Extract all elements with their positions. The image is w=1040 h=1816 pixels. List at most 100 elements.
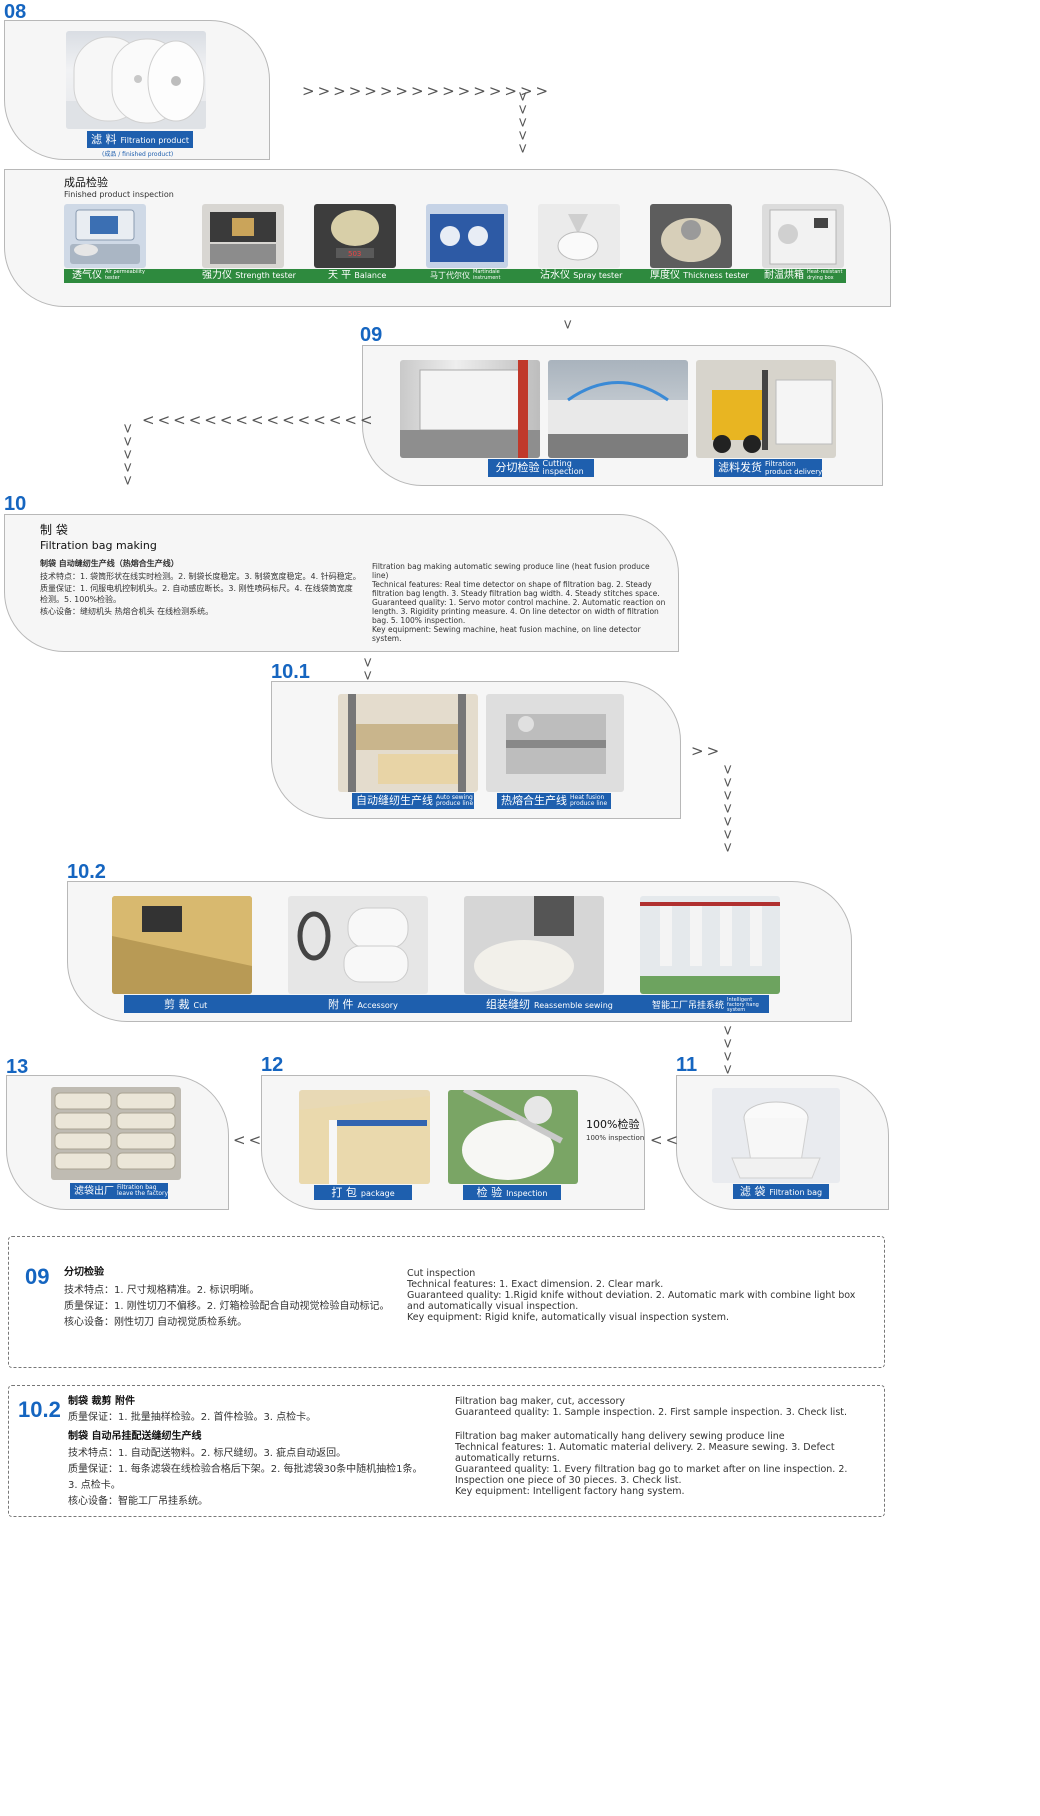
martindale-en: Martindale instrument <box>473 269 501 281</box>
details-09-heading-cn: 分切检验 <box>64 1267 104 1278</box>
strength-tester-photo <box>202 204 284 268</box>
package-photo <box>299 1090 430 1184</box>
chevrons-down-insp: > <box>559 319 575 330</box>
bag-making-quality-cont-cn: 检测。5. 100%检验。 <box>40 595 122 604</box>
cutting-work-photo <box>112 896 252 994</box>
svg-text:503: 503 <box>348 250 361 258</box>
balance-photo: 503 <box>314 204 396 268</box>
details-box-10-2 <box>8 1385 885 1517</box>
bag-making-title-cn: 制 袋 <box>40 523 68 537</box>
hang-system-en: Intelligent factory hang system <box>727 996 759 1013</box>
bag-making-title-en: Filtration bag making <box>40 539 157 552</box>
details-09-number: 09 <box>25 1264 50 1289</box>
heat-fusion-cn: 热熔合生产线 <box>501 794 567 807</box>
bag-making-quality-cn: 质量保证：1. 伺服电机控制机头。2. 自动感应断长。3. 刚性喷码标尺。4. … <box>40 583 353 593</box>
drying-box-en: Heat-resistant drying box <box>807 269 843 281</box>
spray-en: Spray tester <box>573 271 623 280</box>
details-10-2-quality2-cn: 质量保证：1. 每条滤袋在线检验合格后下架。2. 每批滤袋30条中随机抽检1条。 <box>68 1464 423 1475</box>
hang-system-cn: 智能工厂吊挂系统 <box>652 1001 725 1011</box>
bag-making-details-en: Filtration bag making automatic sewing p… <box>372 562 666 643</box>
filtration-bag-photo <box>712 1088 840 1183</box>
chevrons-right-10-1: >> <box>691 742 723 760</box>
hang-system-label: 智能工厂吊挂系统Intelligent factory hang system <box>652 995 759 1013</box>
inspection-en: Inspection <box>506 1189 548 1198</box>
martindale-cn: 马丁代尔仪 <box>430 271 470 280</box>
details-09-quality-cn: 质量保证：1. 刚性切刀不偏移。2. 灯箱检验配合自动视觉检验自动标记。 <box>64 1301 390 1312</box>
chevrons-down-09: >>>>> <box>119 423 135 486</box>
step-number-10-1: 10.1 <box>271 661 310 683</box>
filtration-bag-en: Filtration bag <box>769 1188 823 1197</box>
air-permeability-en: Air permeability tester <box>105 269 145 281</box>
cut-cn: 剪 裁 <box>164 998 190 1011</box>
leave-factory-cn: 滤袋出厂 <box>74 1186 114 1197</box>
details-09-tech-cn: 技术特点：1. 尺寸规格精准。2. 标识明晰。 <box>64 1285 260 1296</box>
details-09-text-en: Cut inspection Technical features: 1. Ex… <box>407 1268 856 1323</box>
filtration-rolls-photo <box>66 31 206 129</box>
auto-sewing-line-photo <box>338 694 478 792</box>
step-10-panel <box>4 514 679 652</box>
balance-en: Balance <box>354 271 387 280</box>
filtration-rolls-image <box>66 36 206 129</box>
inspection-cn: 检 验 <box>476 1186 503 1199</box>
accessory-cn: 附 件 <box>328 998 354 1011</box>
inspection-title-en: Finished product inspection <box>64 190 174 199</box>
details-10-2-lines2-cn: 技术特点：1. 自动配送物料。2. 标尺缝纫。3. 疵点自动返回。 质量保证：1… <box>68 1446 448 1510</box>
chevrons-left-09: <<<<<<<<<<<<<<< <box>142 411 376 429</box>
thickness-tester-photo <box>650 204 732 268</box>
step-number-11: 11 <box>676 1054 698 1076</box>
spray-cn: 沾水仪 <box>540 270 570 281</box>
step-number-10: 10 <box>4 493 27 515</box>
instrument-label-balance: 天 平 Balance <box>328 269 386 283</box>
step-number-13: 13 <box>6 1056 29 1078</box>
auto-sewing-en: Auto sewing produce line <box>436 794 474 807</box>
full-inspection-en: 100% inspection <box>586 1134 645 1142</box>
chevrons-left-11: << <box>650 1131 682 1149</box>
reassemble-cn: 组装缝纫 <box>486 998 530 1011</box>
cut-en: Cut <box>193 1001 208 1010</box>
chevrons-down-08: >>>>> <box>514 91 530 154</box>
details-09-equipment-cn: 核心设备：刚性切刀 自动视觉质检系统。 <box>64 1317 248 1328</box>
details-10-2-tech-cn: 技术特点：1. 自动配送物料。2. 标尺缝纫。3. 疵点自动返回。 <box>68 1448 347 1459</box>
step-number-12: 12 <box>261 1054 284 1076</box>
heat-fusion-en: Heat fusion produce line <box>570 794 608 807</box>
details-10-2-heading1-cn: 制袋 裁剪 附件 <box>68 1396 135 1407</box>
drying-box-photo <box>762 204 844 268</box>
drying-box-cn: 耐温烘箱 <box>764 270 804 281</box>
details-10-2-number: 10.2 <box>18 1397 61 1422</box>
step-number-10-2: 10.2 <box>67 861 106 883</box>
cutting-inspection-en: Cutting inspection <box>542 459 584 476</box>
cutting-machine-photo-1 <box>400 360 540 458</box>
cutting-inspection-cn: 分切检验 <box>495 461 540 474</box>
bag-making-heading-cn: 制袋 自动缝纫生产线（热熔合生产线） <box>40 559 179 568</box>
details-10-2-text1-en: Filtration bag maker, cut, accessory Gua… <box>455 1396 848 1418</box>
full-inspection-cn: 100%检验 <box>586 1118 640 1131</box>
cutting-machine-photo-2 <box>548 360 688 458</box>
details-09-lines-cn: 技术特点：1. 尺寸规格精准。2. 标识明晰。 质量保证：1. 刚性切刀不偏移。… <box>64 1283 404 1331</box>
chevrons-left-12: << <box>233 1131 265 1149</box>
instrument-label-spray: 沾水仪 Spray tester <box>540 269 622 283</box>
filtration-product-cn: 滤 料 <box>91 133 117 146</box>
bag-making-tech-cn: 技术特点：1. 袋筒形状在线实时检测。2. 制袋长度稳定。3. 制袋宽度稳定。4… <box>40 572 361 581</box>
accessory-photo <box>288 896 428 994</box>
bag-making-details-cn: 技术特点：1. 袋筒形状在线实时检测。2. 制袋长度稳定。3. 制袋宽度稳定。4… <box>40 571 361 617</box>
chevrons-down-10: >> <box>359 657 375 681</box>
step-number-09: 09 <box>360 324 383 346</box>
details-10-2-text2-en: Filtration bag maker automatically hang … <box>455 1431 848 1497</box>
product-delivery-en: Filtration product delivery <box>765 460 822 476</box>
chevrons-down-10-2: >>>> <box>719 1025 735 1075</box>
heat-fusion-line-photo <box>486 694 624 792</box>
balance-cn: 天 平 <box>328 270 352 281</box>
details-10-2-quality1-cn: 质量保证：1. 批量抽样检验。2. 首件检验。3. 点检卡。 <box>68 1412 317 1423</box>
